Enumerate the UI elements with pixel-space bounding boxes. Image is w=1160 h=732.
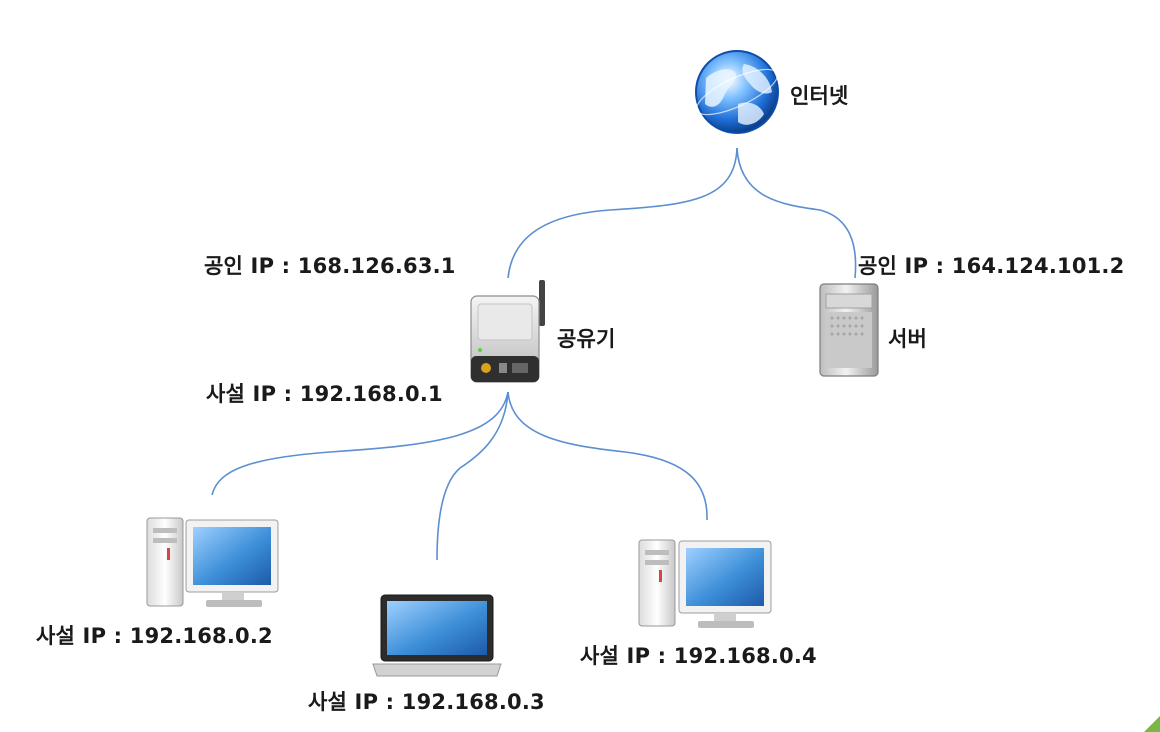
- server-icon: [819, 283, 879, 377]
- link-router-pc1: [211, 391, 509, 496]
- globe-icon: [695, 50, 779, 134]
- link-internet-server: [736, 147, 857, 279]
- laptop-icon: [372, 594, 502, 677]
- desktop-computer-icon: [146, 517, 279, 607]
- corner-accent: [1144, 716, 1160, 732]
- router-label: 공유기: [557, 327, 616, 351]
- server-public-ip-label: 공인 IP : 164.124.101.2: [858, 254, 1125, 278]
- router-public-ip-label: 공인 IP : 168.126.63.1: [204, 254, 456, 278]
- pc2-private-ip-label: 사설 IP : 192.168.0.4: [580, 644, 817, 668]
- desktop-computer-icon: [638, 539, 772, 628]
- router-icon: [470, 280, 545, 383]
- link-router-pc2: [507, 391, 708, 521]
- laptop-private-ip-label: 사설 IP : 192.168.0.3: [308, 690, 545, 714]
- pc1-private-ip-label: 사설 IP : 192.168.0.2: [36, 624, 273, 648]
- link-internet-router: [507, 147, 738, 279]
- internet-label: 인터넷: [790, 84, 849, 108]
- link-router-laptop: [436, 391, 509, 561]
- server-label: 서버: [888, 327, 928, 351]
- router-private-ip-label: 사설 IP : 192.168.0.1: [206, 382, 443, 406]
- connection-links: [211, 147, 857, 561]
